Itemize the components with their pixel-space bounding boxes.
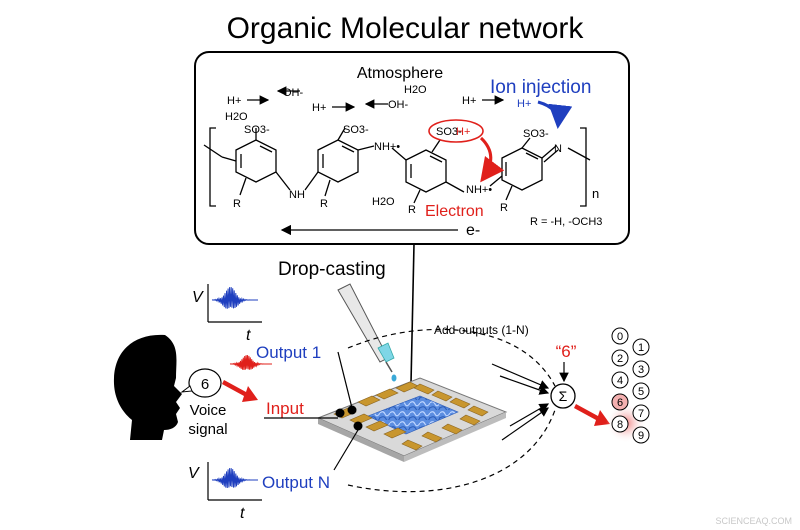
radical-cation-label: NH+•: [466, 184, 492, 196]
r-group-label: R: [233, 198, 241, 210]
proton-label: H+: [456, 126, 470, 138]
ion-injection-arrow: [537, 100, 573, 129]
output-loop-bottom: [347, 409, 556, 493]
output-1-label: Output 1: [256, 343, 321, 362]
molecular-network-film: [367, 395, 459, 435]
output-n-leader: [333, 429, 359, 471]
electron-flow-label: e-: [466, 222, 480, 239]
electron-label: Electron: [425, 203, 484, 220]
classification-arrow: [574, 404, 610, 426]
injected-h-plus-text: H+: [517, 98, 531, 110]
proton-release-highlight: [428, 119, 484, 143]
device-chip: [316, 377, 508, 462]
input-waveform: [229, 355, 272, 371]
summation-node: [550, 383, 576, 409]
polymer-labels: SO3- SO3- SO3- SO3- H+ NH NH+• NH+• N R …: [233, 124, 602, 228]
ion-injection-label: Ion injection: [490, 77, 591, 98]
digit-circle: [611, 327, 629, 345]
voice-input-arrow: [222, 380, 258, 402]
r-group-label: R: [408, 204, 416, 216]
oh-minus-text: OH-: [283, 87, 304, 99]
x-axis-label: t: [246, 327, 251, 344]
sulfonate-label: SO3-: [436, 126, 462, 138]
water-text: H2O: [404, 84, 427, 96]
repeat-n-label: n: [592, 186, 599, 201]
watermark: SCIENCEAQ.COM: [715, 516, 792, 526]
digit-circle: [632, 426, 650, 444]
digit-label: 8: [617, 419, 623, 431]
r-group-label: R: [320, 198, 328, 210]
h-plus-text: H+: [462, 95, 476, 107]
amine-label: NH: [289, 189, 305, 201]
output-loop-top: [347, 328, 556, 387]
digit-circle: [611, 349, 629, 367]
digit-circle: [632, 382, 650, 400]
digit-label: 5: [638, 386, 644, 398]
output-waveform: [211, 287, 258, 309]
add-outputs-label: Add outputs (1-N): [434, 323, 529, 337]
h-plus-text: H+: [227, 95, 241, 107]
digit-circle: [632, 360, 650, 378]
digit-grid: 0 1 2 3 4 5 6 7 8 9: [611, 327, 650, 444]
speech-bubble: [188, 368, 222, 398]
output-1-leader: [337, 351, 353, 409]
digit-label: 7: [638, 408, 644, 420]
figure-title: Organic Molecular network: [227, 12, 585, 45]
imine-label: N: [554, 143, 562, 155]
top-signal-plot: V t: [192, 284, 262, 344]
oh-minus-text: OH-: [388, 99, 409, 111]
sulfonate-label: SO3-: [244, 124, 270, 136]
y-axis-label: V: [188, 465, 200, 482]
h-plus-text: H+: [312, 102, 326, 114]
x-axis-label: t: [240, 505, 245, 522]
molecule-box: [194, 51, 630, 245]
speaker-head-icon: [113, 334, 182, 440]
digit-label: 1: [638, 342, 644, 354]
digit-circle: [632, 338, 650, 356]
bottom-signal-plot: V t: [188, 462, 262, 522]
r-group-label: R: [500, 202, 508, 214]
polymer-structure: [203, 127, 591, 207]
digit-circle: [611, 415, 629, 433]
digit-circle: [632, 404, 650, 422]
y-axis-label: V: [192, 289, 204, 306]
digit-label: 3: [638, 364, 644, 376]
predicted-label: “6”: [556, 342, 577, 361]
sulfonate-label: SO3-: [523, 128, 549, 140]
sulfonate-label: SO3-: [343, 124, 369, 136]
output-n-label: Output N: [262, 473, 330, 492]
digit-circle: [611, 393, 629, 411]
drop-casting-label: Drop-casting: [278, 259, 386, 280]
digit-label: 6: [617, 397, 623, 409]
summation-inputs: [491, 363, 550, 441]
input-label: Input: [266, 399, 304, 418]
voice-label-line2: signal: [188, 421, 227, 438]
radical-cation-label: NH+•: [374, 141, 400, 153]
voice-label-line1: Voice: [190, 402, 227, 419]
r-group-note: R = -H, -OCH3: [530, 216, 602, 228]
digit-label: 2: [617, 353, 623, 365]
digit-label: 9: [638, 430, 644, 442]
sum-symbol: Σ: [559, 388, 568, 404]
proton-transfer-arrow: [479, 136, 505, 183]
digit-label: 4: [617, 375, 623, 387]
water-text: H2O: [225, 111, 248, 123]
atmosphere-label: Atmosphere: [357, 65, 443, 82]
digit-label: 0: [617, 331, 623, 343]
gold-electrodes: [333, 381, 489, 451]
digit-circle: [611, 371, 629, 389]
spoken-digit: 6: [201, 376, 209, 393]
water-text: H2O: [372, 196, 395, 208]
output-waveform: [211, 468, 258, 489]
atmosphere-species: H+ OH- H2O H+ OH- H2O H+ H+: [225, 84, 531, 123]
pipette-icon: [337, 283, 397, 382]
